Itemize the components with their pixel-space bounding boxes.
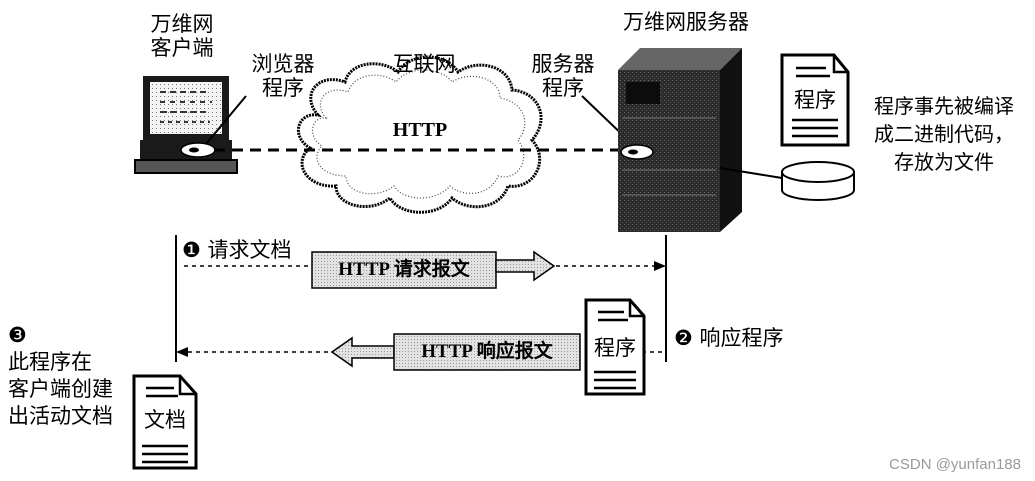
step-2-text: 响应程序 (699, 326, 784, 350)
step-3-line: 客户端创建 (8, 377, 113, 401)
watermark: CSDN @yunfan188 (889, 456, 1021, 473)
active-document-label: 文档 (144, 408, 186, 432)
step-3-line: ❸ 此程序在 (8, 322, 113, 376)
client-title: 万维网 客户端 (132, 12, 232, 60)
server-program-label: 服务器 程序 (518, 52, 608, 100)
browser-label-line: 程序 (262, 76, 304, 100)
step-3-line: 出活动文档 (8, 404, 113, 428)
compiled-note-line: 成二进制代码， (874, 122, 1014, 146)
step-2-label: ❷ 响应程序 (674, 326, 784, 350)
http-label: HTTP (392, 119, 448, 141)
response-arrow (176, 347, 664, 357)
request-arrow (184, 261, 666, 271)
step-3-line-text: 此程序在 (8, 350, 92, 374)
compiled-note-line: 存放为文件 (894, 150, 994, 174)
internet-label: 互联网 (392, 52, 456, 76)
server-file-doc-label: 程序 (794, 88, 836, 112)
browser-label-line: 浏览器 (251, 52, 315, 76)
client-title-line: 客户端 (150, 36, 214, 60)
server-title: 万维网服务器 (623, 10, 749, 34)
http-response-message-box (330, 333, 581, 371)
compiled-note-line: 程序事先被编译 (874, 94, 1014, 118)
step-3-label: ❸ 此程序在 客户端创建 出活动文档 (8, 322, 113, 430)
server-label-line: 程序 (542, 76, 584, 100)
response-program-document-icon (584, 298, 646, 396)
http-request-message-label: HTTP 请求报文 (338, 259, 470, 280)
compiled-note: 程序事先被编译 成二进制代码， 存放为文件 (856, 92, 1032, 176)
step-2-marker: ❷ (674, 326, 693, 350)
http-request-message-box (311, 250, 556, 289)
server-label-line: 服务器 (531, 52, 595, 76)
step-1-marker: ❶ (182, 238, 201, 262)
browser-program-label: 浏览器 程序 (238, 52, 328, 100)
browser-label-pointer (205, 95, 247, 145)
server-program-file-icon (780, 53, 850, 147)
web-server-icon (618, 48, 742, 232)
step-1-label: ❶ 请求文档 (182, 238, 292, 262)
client-title-line: 万维网 (150, 12, 214, 36)
http-response-message-label: HTTP 响应报文 (421, 341, 553, 362)
step-1-text: 请求文档 (207, 238, 292, 262)
step-3-marker: ❸ (8, 323, 27, 347)
response-doc-label: 程序 (594, 336, 636, 360)
active-document-icon (132, 374, 198, 470)
client-computer-icon (134, 76, 238, 174)
internet-cloud-icon (297, 55, 543, 214)
disk-storage-icon (719, 161, 855, 201)
